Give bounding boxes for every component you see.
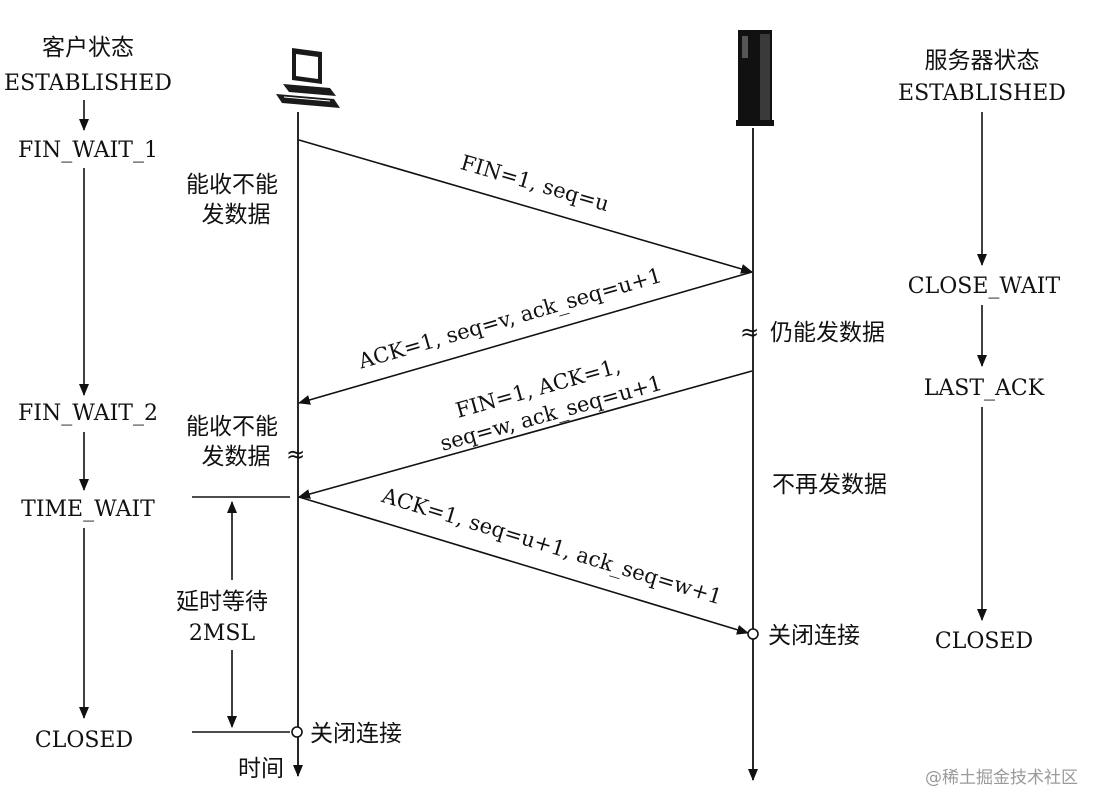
client-wavy-mark: ≈	[286, 442, 305, 468]
server-close-label: 关闭连接	[768, 623, 860, 649]
server-close-point	[747, 628, 759, 640]
message-label-ack-2: ACK=1, seq=u+1, ack_seq=w+1	[378, 483, 725, 609]
wait-label-line2: 2MSL	[189, 621, 256, 646]
server-state-closed: CLOSED	[935, 629, 1033, 654]
server-state-header: 服务器状态	[925, 48, 1040, 74]
server-no-more-data-text: 不再发数据	[772, 472, 887, 498]
wait-label-line1: 延时等待	[176, 589, 268, 615]
message-arrow-ack-2	[298, 496, 749, 635]
client-half-close-note-2a: 能收不能	[186, 414, 278, 440]
watermark: @稀土掘金技术社区	[925, 768, 1078, 788]
client-state-fin-wait-2: FIN_WAIT_2	[18, 401, 158, 426]
client-half-close-note-1b: 发数据	[202, 202, 271, 228]
client-state-header: 客户状态	[42, 35, 134, 61]
message-arrow-fin-ack	[298, 370, 753, 499]
server-state-established: ESTABLISHED	[898, 81, 1066, 106]
server-state-last-ack: LAST_ACK	[924, 376, 1045, 401]
time-axis-label: 时间	[238, 756, 284, 782]
client-close-point	[291, 726, 303, 738]
server-still-sending-text: 仍能发数据	[770, 320, 885, 346]
server-tower-icon	[736, 30, 774, 126]
message-arrow-ack-1	[298, 271, 753, 405]
message-label-ack-1: ACK=1, seq=v, ack_seq=u+1	[355, 263, 665, 374]
client-state-closed: CLOSED	[35, 728, 133, 753]
client-close-label: 关闭连接	[310, 721, 402, 747]
client-state-established: ESTABLISHED	[4, 71, 172, 96]
message-arrow-fin-1	[298, 139, 753, 274]
message-label-fin-1: FIN=1, seq=u	[458, 150, 612, 216]
server-still-sending-note: ≈	[740, 320, 759, 346]
client-half-close-note-1a: 能收不能	[186, 172, 278, 198]
client-state-fin-wait-1: FIN_WAIT_1	[18, 138, 158, 163]
client-state-time-wait: TIME_WAIT	[21, 497, 155, 522]
client-computer-icon	[276, 48, 340, 108]
server-state-close-wait: CLOSE_WAIT	[908, 274, 1061, 299]
client-half-close-note-2b: 发数据	[202, 444, 271, 470]
